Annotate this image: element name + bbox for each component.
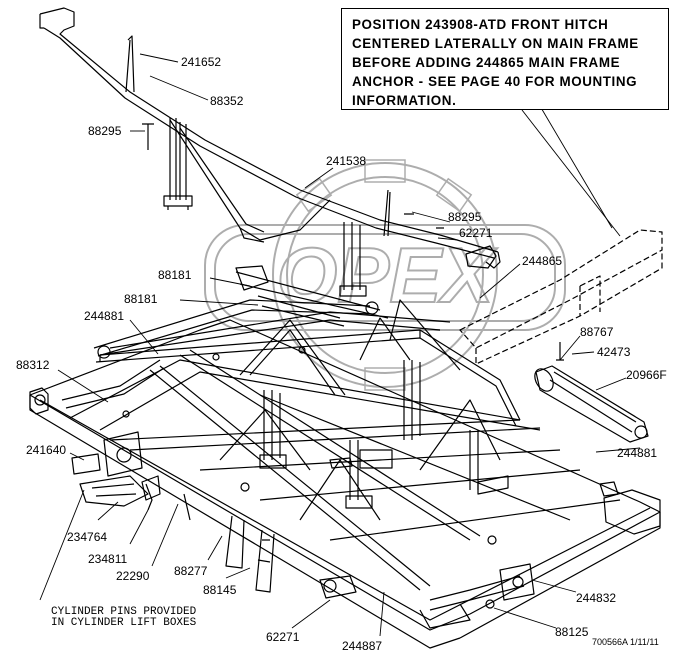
callout-62271-lower: 62271 — [266, 630, 300, 644]
mounting-note: POSITION 243908-ATD FRONT HITCH CENTERED… — [341, 8, 669, 110]
note-line-1: POSITION 243908-ATD FRONT HITCH — [352, 17, 609, 32]
note-line-2: CENTERED LATERALLY ON MAIN FRAME — [352, 36, 639, 51]
callout-241538: 241538 — [326, 154, 367, 168]
callout-241652: 241652 — [181, 55, 222, 69]
callout-88295-lower: 88295 — [448, 210, 482, 224]
hitch-and-frame — [29, 7, 663, 649]
callout-88277: 88277 — [174, 564, 208, 578]
callout-234811: 234811 — [88, 552, 128, 566]
document-number: 700566A 1/11/11 — [592, 637, 659, 647]
callout-22290: 22290 — [116, 569, 150, 583]
watermark-logo: OPEX — [204, 159, 566, 391]
callout-88181-upper: 88181 — [158, 268, 192, 282]
note-line-5: INFORMATION. — [352, 93, 457, 108]
callout-42473: 42473 — [597, 345, 631, 359]
cylinder-note-line-1: CYLINDER PINS PROVIDED — [51, 606, 197, 618]
leader-lines — [39, 53, 641, 637]
callout-88312: 88312 — [16, 358, 50, 372]
note-leader — [521, 109, 621, 237]
callout-244887: 244887 — [342, 639, 383, 652]
cylinder-note-line-2: IN CYLINDER LIFT BOXES — [51, 617, 197, 629]
note-line-4: ANCHOR - SEE PAGE 40 FOR MOUNTING — [352, 74, 638, 89]
watermark-text: OPEX — [277, 231, 498, 319]
callout-20966f: 20966F — [626, 368, 667, 382]
callout-88352: 88352 — [210, 94, 244, 108]
callout-244881-left: 244881 — [84, 309, 125, 323]
callout-88767: 88767 — [580, 325, 614, 339]
callout-234764: 234764 — [67, 530, 108, 544]
note-line-3: BEFORE ADDING 244865 MAIN FRAME — [352, 55, 621, 70]
callout-88181-lower: 88181 — [124, 292, 158, 306]
callout-88145: 88145 — [203, 583, 237, 597]
callout-88125: 88125 — [555, 625, 589, 639]
callout-244881-right: 244881 — [617, 446, 658, 460]
callout-62271-upper: 62271 — [459, 226, 493, 240]
callout-244865: 244865 — [522, 254, 563, 268]
callout-244832: 244832 — [576, 591, 617, 605]
callout-241640: 241640 — [26, 443, 67, 457]
callout-88295-upper: 88295 — [88, 124, 122, 138]
